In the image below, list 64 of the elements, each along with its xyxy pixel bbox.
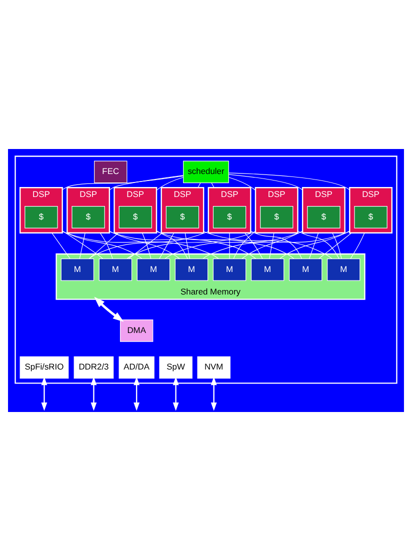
connector xyxy=(79,232,86,259)
connector xyxy=(318,232,352,259)
connector xyxy=(128,232,163,258)
arrow xyxy=(134,376,140,410)
node-box: M xyxy=(327,258,360,280)
arrow xyxy=(210,376,217,410)
node-box: M xyxy=(174,258,208,280)
node-box: $ xyxy=(354,206,388,228)
node-box: $ xyxy=(118,206,152,228)
connector xyxy=(88,230,209,259)
connector xyxy=(100,232,113,259)
connector xyxy=(269,232,274,259)
connector xyxy=(62,175,184,190)
connector xyxy=(279,230,350,259)
connector xyxy=(244,232,263,258)
connector xyxy=(156,230,188,258)
node-box: $ xyxy=(260,206,294,228)
connector xyxy=(297,230,340,258)
connector xyxy=(184,232,190,259)
cluster xyxy=(14,155,398,384)
node-box: $ xyxy=(166,206,200,228)
connector xyxy=(142,232,152,258)
connector xyxy=(233,230,256,258)
arrow xyxy=(94,296,124,322)
connector xyxy=(228,172,350,190)
connector xyxy=(228,174,303,190)
connector xyxy=(62,230,142,259)
node-box: NVM xyxy=(197,356,230,378)
connector xyxy=(198,182,201,188)
node-box: M xyxy=(136,258,170,280)
node-box: $ xyxy=(72,206,105,228)
node-box: DDR2/3 xyxy=(74,356,114,378)
node-box: SpW xyxy=(159,356,192,378)
connector xyxy=(156,176,184,190)
node-box: M xyxy=(98,258,132,280)
connector xyxy=(62,230,219,259)
node-box: $ xyxy=(24,206,58,228)
node-box: M xyxy=(60,258,94,280)
node-box: scheduler xyxy=(183,160,229,183)
connector xyxy=(109,174,184,190)
node-box: M xyxy=(212,258,246,280)
node-box: $ xyxy=(307,206,340,228)
node-box: M xyxy=(289,258,322,280)
arrow xyxy=(41,376,48,410)
node-box: FEC xyxy=(94,160,128,183)
arrow xyxy=(172,376,179,410)
connector xyxy=(52,232,70,259)
connector xyxy=(159,232,174,259)
node-box: M xyxy=(250,258,284,280)
connector xyxy=(350,232,365,258)
connector xyxy=(109,230,180,259)
connector xyxy=(229,232,230,259)
connector xyxy=(242,230,303,259)
node-box: SpFi/sRIO xyxy=(20,356,69,378)
connector xyxy=(88,232,119,259)
arrow xyxy=(90,376,97,410)
node-box: AD/DA xyxy=(118,356,154,378)
connector xyxy=(332,232,342,259)
node-box: DMA xyxy=(120,319,154,342)
connector xyxy=(211,182,214,188)
connector xyxy=(228,176,256,190)
connector xyxy=(250,230,302,258)
node-box: $ xyxy=(212,206,246,228)
connector xyxy=(308,232,319,259)
